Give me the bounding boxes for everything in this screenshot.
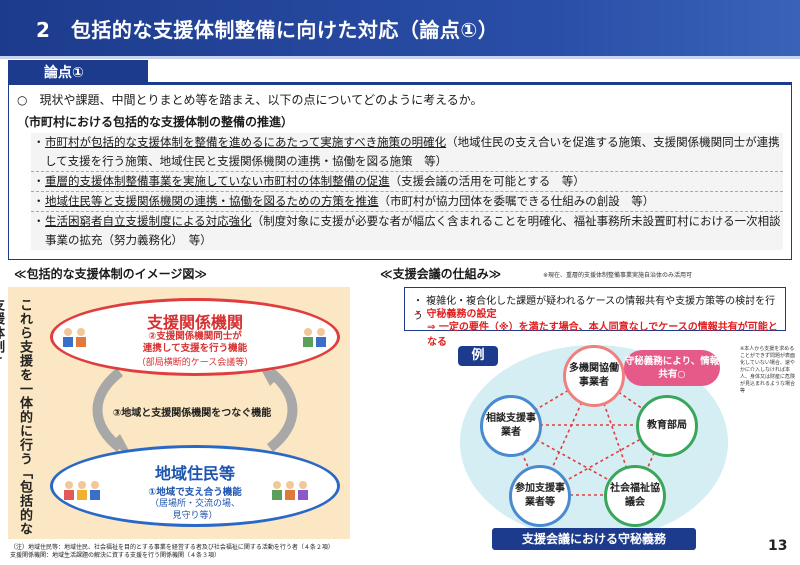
confidentiality-bubble: 守秘義務により、情報共有○	[624, 350, 720, 386]
support-agencies-note: （部局横断的ケース会議等）	[136, 358, 254, 368]
bullet-dot-icon: ・	[33, 194, 45, 208]
node-consultation-label: 相談支援事業者	[486, 413, 536, 438]
summary-line2: ・ 守秘義務の設定	[413, 309, 497, 320]
bullet-item: ・市町村が包括的な支援体制を整備を進めるにあたって実施すべき施策の明確化（地域住…	[31, 133, 783, 172]
sub-heading: （市町村における包括的な支援体制の整備の推進）	[17, 115, 294, 129]
footnote-residents: （注）地域住民等：地域住民、社会福祉を目的とする事業を経営する者及び社会福祉に関…	[10, 544, 334, 551]
right-section-heading: ≪支援会議の仕組み≫	[380, 267, 502, 281]
bullet-dot-icon: ・	[33, 214, 45, 228]
left-section-heading: ≪包括的な支援体制のイメージ図≫	[14, 267, 207, 281]
node-social-welfare-label: 社会福祉協議会	[610, 483, 660, 508]
bullet-underlined: 生活困窮者自立支援制度による対応強化	[45, 214, 252, 228]
page-number: 13	[768, 538, 788, 554]
ronten-tag-label: 論点①	[44, 65, 84, 81]
people-illustration-icon	[63, 328, 86, 347]
support-agencies-line2: 連携して支援を行う機能	[142, 343, 248, 354]
bullet-rest: （支援会議の活用を可能とする 等）	[389, 174, 585, 188]
bullet-underlined: 地域住民等と支援関係機関の連携・協働を図るための方策を推進	[45, 194, 379, 208]
residents-title: 地域住民等	[154, 464, 235, 483]
residents-desc: （居場所・交流の場、 見守り等）	[53, 498, 337, 522]
bullet-rest: （地域住民の支え合いを促進する施策、支援関係機関同士が連携して支援を行う施策、地…	[45, 135, 780, 168]
vertical-label: これら支援を一体的に行う「包括的な支援体制」	[0, 298, 32, 536]
node-multi-agency: 多機関協働事業者	[563, 345, 625, 407]
node-participation: 参加支援事業者等	[509, 465, 571, 527]
right-section-note: ※現在、重層的支援体制整備事業実施自治体のみ活用可	[543, 272, 693, 279]
support-agencies-title: 支援関係機関	[146, 313, 243, 332]
intro-text: 現状や課題、中間とりまとめ等を踏まえ、以下の点についてどのように考えるか。	[39, 93, 483, 107]
bullet-underlined: 重層的支援体制整備事業を実施していない市町村の体制整備の促進	[45, 174, 390, 188]
bullet-rest: （制度対象に支援が必要な者が幅広く含まれることを明確化、福祉事務所未設置町村にお…	[45, 214, 781, 247]
example-badge: 例	[458, 346, 498, 366]
bullet-list: ・市町村が包括的な支援体制を整備を進めるにあたって実施すべき施策の明確化（地域住…	[31, 133, 783, 250]
bullet-item: ・生活困窮者自立支援制度による対応強化（制度対象に支援が必要な者が幅広く含まれる…	[31, 212, 783, 250]
summary-line1: ・ 複雑化・複合化した課題が疑われるケースの情報共有や支援方策等の検討を行う	[413, 296, 776, 322]
node-multi-agency-label: 多機関協働事業者	[569, 363, 619, 388]
bullet-dot-icon: ・	[33, 174, 45, 188]
bullet-dot-icon: ・	[33, 135, 45, 149]
intro-line: ○ 現状や課題、中間とりまとめ等を踏まえ、以下の点についてどのように考えるか。	[17, 91, 483, 108]
confidentiality-label: 支援会議における守秘義務	[492, 528, 696, 550]
bullet-item: ・重層的支援体制整備事業を実施していない市町村の体制整備の促進（支援会議の活用を…	[31, 172, 783, 192]
support-agencies-line1: ②支援関係機関同士が	[148, 331, 242, 342]
title-divider	[0, 56, 800, 59]
residents-function: ①地域で支え合う機能	[148, 487, 242, 498]
ronten-box: ○ 現状や課題、中間とりまとめ等を踏まえ、以下の点についてどのように考えるか。 （…	[8, 82, 792, 260]
ronten-tag: 論点①	[8, 60, 148, 82]
circle-bullet-icon: ○	[17, 93, 28, 107]
bullet-underlined: 市町村が包括的な支援体制を整備を進めるにあたって実施すべき施策の明確化	[45, 135, 447, 149]
footnote-agencies: 支援関係機関：地域生活課題の解決に資する支援を行う関係機関（４条３項）	[10, 552, 221, 559]
node-participation-label: 参加支援事業者等	[515, 483, 565, 508]
node-education: 教育部局	[636, 395, 698, 457]
title-bar: 2 包括的な支援体制整備に向けた対応（論点①）	[0, 0, 800, 56]
people-illustration-icon	[64, 481, 100, 500]
page-title: 2 包括的な支援体制整備に向けた対応（論点①）	[36, 18, 499, 42]
support-agencies-oval: 支援関係機関 ②支援関係機関同士が 連携して支援を行う機能 （部局横断的ケース会…	[50, 298, 340, 376]
bullet-rest: （市町村が協力団体を委嘱できる仕組みの創設 等）	[378, 194, 655, 208]
residents-line3: 見守り等）	[172, 511, 218, 521]
node-social-welfare: 社会福祉協議会	[604, 465, 666, 527]
residents-line2: （居場所・交流の場、	[149, 499, 240, 509]
right-arrow-icon	[266, 368, 298, 452]
connect-function-label: ③地域と支援関係機関をつなぐ機能	[112, 408, 272, 419]
support-agencies-desc: ②支援関係機関同士が 連携して支援を行う機能	[53, 331, 337, 355]
bullet-item: ・地域住民等と支援関係機関の連携・協働を図るための方策を推進（市町村が協力団体を…	[31, 192, 783, 212]
people-illustration-icon	[272, 481, 308, 500]
support-meeting-summary: ・ 複雑化・複合化した課題が疑われるケースの情報共有や支援方策等の検討を行う ・…	[404, 287, 786, 348]
node-education-label: 教育部局	[647, 420, 687, 431]
node-consultation: 相談支援事業者	[480, 395, 542, 457]
summary-line3: ⇒ 一定の要件（※）を満たす場合、本人同意なしでケースの情報共有が可能となる	[427, 322, 778, 348]
people-illustration-icon	[303, 328, 326, 347]
side-note: ※本人から支援を求めることができず問題が表面化していない場合、速やかに介入しなけ…	[740, 346, 796, 394]
left-arrow-icon	[92, 368, 124, 452]
